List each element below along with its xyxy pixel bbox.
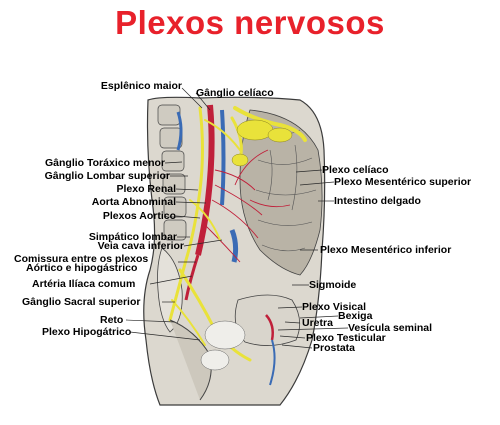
label-prostata: Prostata — [313, 342, 356, 354]
label-aortico-hipogastrico: Aórtico e hipogástrico — [26, 262, 138, 274]
label-plexo-renal: Plexo Renal — [116, 183, 176, 195]
label-ganglio-toracico-menor: Gânglio Toráxico menor — [45, 157, 165, 169]
vena-cava — [220, 109, 226, 206]
intestine-mass — [239, 109, 323, 276]
label-reto: Reto — [100, 314, 124, 326]
label-bexiga: Bexiga — [338, 310, 373, 322]
leader-lines — [125, 87, 349, 349]
label-plexo-visical: Plexo Visical — [302, 301, 367, 313]
spine — [157, 104, 187, 241]
mesenteric-arteries — [204, 149, 291, 263]
label-ganglio-lombar-superior: Gânglio Lombar superior — [44, 170, 170, 182]
label-sigmoide: Sigmoide — [309, 279, 357, 291]
label-ganglio-celiaco: Gânglio celíaco — [196, 87, 274, 99]
vessel-blue — [229, 229, 239, 263]
label-vesicula-seminal: Vesícula seminal — [348, 322, 433, 334]
label-plexo-mesenterico-superior: Plexo Mesentérico superior — [334, 176, 472, 188]
label-plexos-aortico: Plexos Aortico — [102, 210, 176, 222]
seminal-vesicle — [265, 314, 274, 341]
bladder — [234, 294, 301, 346]
label-simpatico-lombar: Simpático lombar — [88, 231, 177, 243]
celiac-ganglion — [231, 119, 293, 167]
label-intestino-delgado: Intestino delgado — [334, 195, 421, 207]
label-esplenico-maior: Esplênico maior — [100, 80, 182, 92]
urethra — [269, 339, 276, 386]
label-plexo-hipogatrico: Plexo Hipogátrico — [42, 326, 132, 338]
label-plexo-celiaco: Plexo celíaco — [322, 164, 389, 176]
label-aorta-abnominal: Aorta Abnominal — [91, 196, 176, 208]
label-plexo-mesenterico-inferior: Plexo Mesentérico inferior — [320, 244, 452, 256]
vein-left — [176, 111, 183, 151]
label-comissura: Comissura entre os plexos — [14, 253, 149, 265]
label-ganglio-sacral-superior: Gânglio Sacral superior — [22, 296, 141, 308]
label-veia-cava-inferior: Veia cava inferior — [97, 240, 184, 252]
label-arteria-iliaca-comum: Artéria Ilíaca comum — [32, 278, 136, 290]
iliac-vessel — [184, 254, 200, 301]
label-plexo-testicular: Plexo Testicular — [306, 332, 386, 344]
label-uretra: Uretra — [302, 317, 333, 329]
page-title: Plexos nervosos — [115, 4, 385, 41]
pelvic-plexus — [200, 320, 246, 371]
aorta — [195, 104, 215, 256]
sacrum — [157, 247, 183, 333]
